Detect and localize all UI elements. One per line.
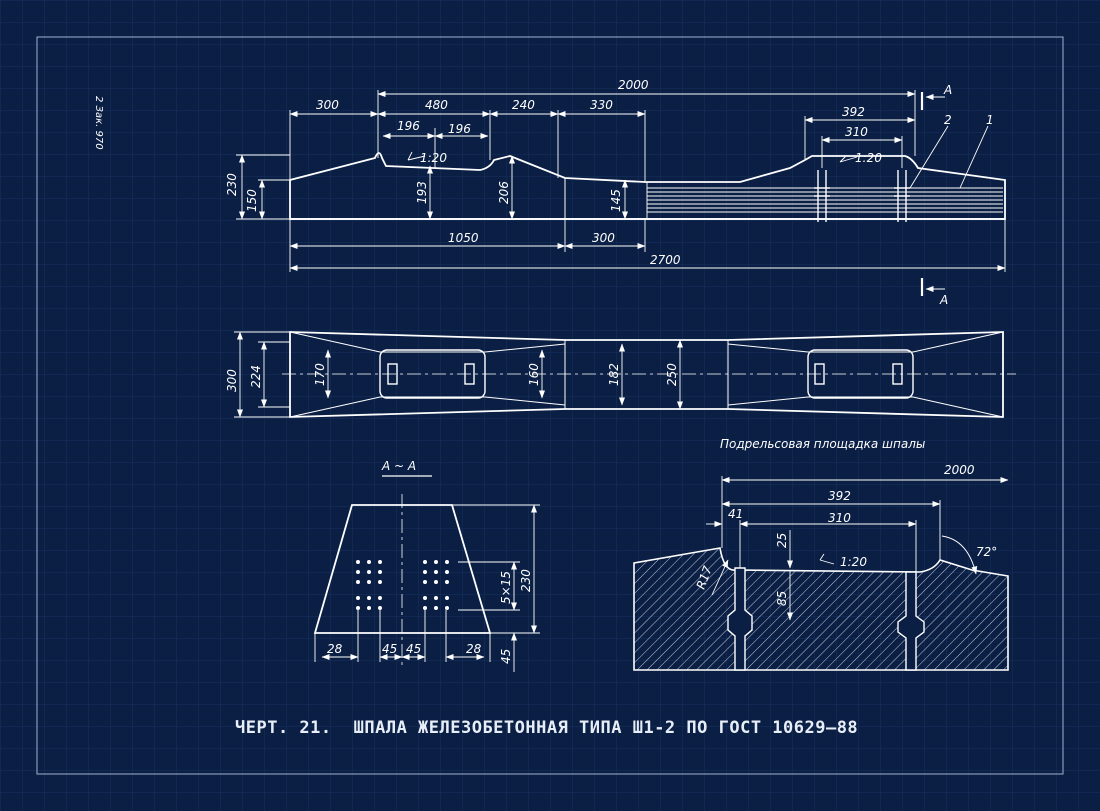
wire-dots bbox=[356, 560, 449, 610]
caption-title: ШПАЛА ЖЕЛЕЗОБЕТОННАЯ ТИПА Ш1-2 ПО ГОСТ 1… bbox=[353, 718, 859, 738]
wire-dot bbox=[367, 596, 371, 600]
wire-dot bbox=[356, 570, 360, 574]
wire-dot bbox=[434, 596, 438, 600]
plan-labels: 300 224 170 160 182 250 bbox=[225, 363, 679, 392]
dim-25: 25 bbox=[775, 533, 789, 548]
margin-note: 2 Зак. 970 bbox=[93, 96, 104, 150]
dim-41: 41 bbox=[728, 507, 743, 521]
dim-300-left: 300 bbox=[316, 98, 339, 112]
dim-310: 310 bbox=[845, 125, 868, 139]
wire-dot bbox=[445, 560, 449, 564]
section-labels: А ~ А 28 45 45 28 230 5×15 45 bbox=[327, 459, 533, 664]
plan-view bbox=[234, 331, 1016, 418]
dim-480: 480 bbox=[425, 98, 448, 112]
wire-dot bbox=[423, 560, 427, 564]
slope-left: 1:20 bbox=[420, 151, 447, 165]
wire-dot bbox=[356, 606, 360, 610]
callout-2: 2 bbox=[944, 113, 952, 127]
wire-dot bbox=[434, 570, 438, 574]
wire-dot bbox=[378, 606, 382, 610]
dim-pitch: 5×15 bbox=[499, 571, 513, 604]
wire-dot bbox=[445, 606, 449, 610]
dim-193: 193 bbox=[415, 181, 429, 204]
dim-196-a: 196 bbox=[397, 119, 420, 133]
dim-182: 182 bbox=[607, 363, 621, 386]
dim-240: 240 bbox=[512, 98, 535, 112]
dim-170: 170 bbox=[313, 363, 327, 386]
anchor-insert-left bbox=[727, 567, 753, 671]
dim-2700: 2700 bbox=[650, 253, 681, 267]
wire-dot bbox=[378, 580, 382, 584]
elevation-labels: 2000 300 480 240 330 196 196 1:20 392 31… bbox=[225, 78, 994, 307]
wire-dot bbox=[423, 596, 427, 600]
dim-392-detail: 392 bbox=[828, 489, 851, 503]
wire-dot bbox=[367, 580, 371, 584]
wire-dot bbox=[423, 580, 427, 584]
dim-2000-top: 2000 bbox=[618, 78, 649, 92]
dim-28-b: 28 bbox=[466, 642, 482, 656]
wire-dot bbox=[445, 570, 449, 574]
wire-dot bbox=[423, 570, 427, 574]
rail-seat-detail bbox=[633, 476, 1009, 671]
section-title: А ~ А bbox=[381, 459, 416, 473]
section-mark-bottom: А bbox=[939, 293, 948, 307]
section-a-a bbox=[313, 475, 540, 672]
dim-150: 150 bbox=[245, 189, 259, 212]
section-mark-top: А bbox=[943, 83, 952, 97]
wire-dot bbox=[356, 596, 360, 600]
dim-45-height: 45 bbox=[499, 649, 513, 664]
drawing-caption: ЧЕРТ. 21. ШПАЛА ЖЕЛЕЗОБЕТОННАЯ ТИПА Ш1-2 … bbox=[235, 718, 880, 738]
dim-1050: 1050 bbox=[448, 231, 479, 245]
elevation-outline bbox=[289, 152, 1006, 220]
sheet-frame bbox=[36, 36, 1064, 775]
dim-230-section: 230 bbox=[519, 569, 533, 592]
dim-330: 330 bbox=[590, 98, 613, 112]
dim-300-width: 300 bbox=[225, 369, 239, 392]
slope-detail: 1:20 bbox=[840, 555, 867, 569]
wire-dot bbox=[378, 560, 382, 564]
dim-2000-detail: 2000 bbox=[944, 463, 975, 477]
wire-dot bbox=[378, 570, 382, 574]
anchor-bolts bbox=[814, 170, 910, 222]
dim-160: 160 bbox=[527, 363, 541, 386]
callout-1: 1 bbox=[986, 113, 994, 127]
wire-dot bbox=[356, 560, 360, 564]
wire-dot bbox=[367, 606, 371, 610]
dim-310-detail: 310 bbox=[828, 511, 851, 525]
wire-dot bbox=[445, 580, 449, 584]
dim-45-a: 45 bbox=[382, 642, 397, 656]
dim-45-b: 45 bbox=[406, 642, 421, 656]
wire-dot bbox=[378, 596, 382, 600]
dim-85: 85 bbox=[775, 591, 789, 606]
wire-dot bbox=[434, 560, 438, 564]
dim-206: 206 bbox=[497, 181, 511, 204]
dim-392: 392 bbox=[842, 105, 865, 119]
dim-250: 250 bbox=[665, 363, 679, 386]
caption-number: ЧЕРТ. 21. bbox=[235, 718, 332, 738]
slope-right: 1:20 bbox=[855, 151, 882, 165]
elevation-view bbox=[236, 90, 1006, 296]
wire-dot bbox=[423, 606, 427, 610]
rail-seat-title: Подрельсовая площадка шпалы bbox=[720, 437, 925, 451]
wire-dot bbox=[367, 570, 371, 574]
dim-224: 224 bbox=[249, 365, 263, 388]
wire-dot bbox=[445, 596, 449, 600]
dim-300-bottom: 300 bbox=[592, 231, 615, 245]
dim-230: 230 bbox=[225, 173, 239, 196]
wire-dot bbox=[434, 606, 438, 610]
dim-28-a: 28 bbox=[327, 642, 343, 656]
dim-145: 145 bbox=[609, 189, 623, 212]
wire-dot bbox=[356, 580, 360, 584]
wire-dot bbox=[434, 580, 438, 584]
wire-dot bbox=[367, 560, 371, 564]
dim-196-b: 196 bbox=[448, 122, 471, 136]
anchor-insert-right bbox=[897, 571, 925, 671]
angle-72: 72° bbox=[976, 545, 997, 559]
